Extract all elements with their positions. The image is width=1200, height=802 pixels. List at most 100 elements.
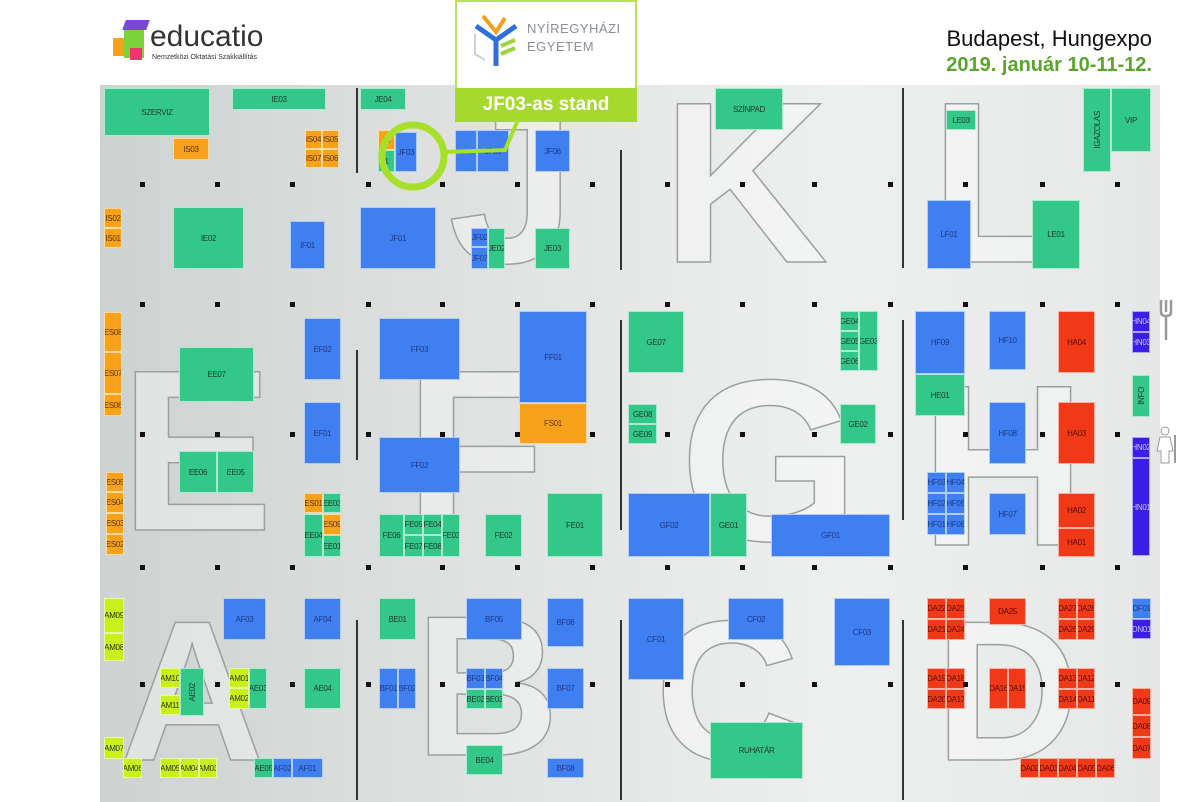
stand-jf06[interactable]: JF06 bbox=[535, 130, 570, 172]
stand-is05[interactable]: IS05 bbox=[322, 130, 339, 149]
stand-be02[interactable]: BE02 bbox=[466, 689, 485, 709]
stand-je02[interactable]: JE02 bbox=[488, 228, 505, 269]
stand-hn01[interactable]: HN01 bbox=[1132, 458, 1150, 556]
stand-da15[interactable]: DA15 bbox=[1008, 668, 1026, 709]
stand-da17[interactable]: DA17 bbox=[946, 689, 965, 709]
stand-ee06[interactable]: EE06 bbox=[179, 451, 217, 493]
stand-da24[interactable]: DA24 bbox=[946, 619, 965, 640]
stand-ge03[interactable]: GE03 bbox=[859, 311, 878, 371]
stand-vip[interactable]: VIP bbox=[1111, 88, 1151, 152]
stand-es06[interactable]: ES06 bbox=[104, 394, 122, 416]
stand-gf01[interactable]: GF01 bbox=[771, 514, 890, 557]
stand-es08[interactable]: ES08 bbox=[104, 312, 122, 352]
stand-af02[interactable]: AF02 bbox=[273, 758, 292, 778]
stand-da11[interactable]: DA11 bbox=[1077, 689, 1095, 709]
stand-ge06[interactable]: GE06 bbox=[840, 351, 859, 371]
stand-ee04[interactable]: EE04 bbox=[304, 514, 323, 557]
stand-bf02[interactable]: BF02 bbox=[398, 668, 416, 709]
stand-1[interactable]: 1 bbox=[378, 150, 395, 172]
stand-am01[interactable]: AM01 bbox=[229, 668, 249, 688]
stand-ef02[interactable]: EF02 bbox=[304, 318, 341, 380]
stand-ff03[interactable]: FF03 bbox=[379, 318, 460, 380]
stand-da14[interactable]: DA14 bbox=[1058, 689, 1077, 709]
stand-ie02[interactable]: IE02 bbox=[173, 207, 244, 269]
stand-hf03[interactable]: HF03 bbox=[927, 472, 946, 493]
stand-hf10[interactable]: HF10 bbox=[989, 311, 1026, 370]
stand-da19[interactable]: DA19 bbox=[927, 668, 946, 689]
stand-fs01[interactable]: FS01 bbox=[519, 403, 587, 444]
stand-ge08[interactable]: GE08 bbox=[628, 404, 657, 424]
educatio-logo[interactable]: educatio Nemzetközi Oktatási Szakkiállít… bbox=[110, 18, 280, 68]
stand-ha02[interactable]: HA02 bbox=[1058, 493, 1095, 528]
stand-da05[interactable]: DA05 bbox=[1077, 758, 1096, 778]
stand-hf08[interactable]: HF08 bbox=[989, 402, 1026, 464]
stand-fe03[interactable]: FE03 bbox=[442, 514, 460, 557]
stand-es03[interactable]: ES03 bbox=[106, 513, 124, 534]
stand-es01[interactable]: ES01 bbox=[304, 493, 323, 513]
stand-ee03[interactable]: EE03 bbox=[323, 493, 341, 513]
stand-am04[interactable]: AM04 bbox=[180, 758, 199, 778]
stand-ha04[interactable]: HA04 bbox=[1058, 311, 1095, 373]
stand-bf07[interactable]: BF07 bbox=[547, 668, 584, 709]
stand-da09[interactable]: DA09 bbox=[1132, 688, 1151, 715]
stand-am07[interactable]: AM07 bbox=[104, 737, 124, 759]
stand-da26[interactable]: DA26 bbox=[1058, 619, 1077, 640]
stand-da08[interactable]: DA08 bbox=[1132, 715, 1151, 737]
stand-af01[interactable]: AF01 bbox=[292, 758, 323, 778]
stand-bf05[interactable]: BF05 bbox=[466, 598, 522, 640]
stand-igazolás[interactable]: IGAZOLÁS bbox=[1083, 88, 1111, 172]
stand-am09[interactable]: AM09 bbox=[104, 598, 124, 633]
stand-ee07[interactable]: EE07 bbox=[179, 347, 254, 402]
stand-dn01[interactable]: DN01 bbox=[1132, 619, 1151, 639]
stand-da06[interactable]: DA06 bbox=[1096, 758, 1115, 778]
stand-ee05[interactable]: EE05 bbox=[217, 451, 254, 493]
stand-da13[interactable]: DA13 bbox=[1058, 668, 1077, 689]
stand-ge04[interactable]: GE04 bbox=[840, 311, 859, 331]
stand-is07[interactable]: IS07 bbox=[305, 149, 322, 168]
stand-hf01[interactable]: HF01 bbox=[927, 514, 946, 535]
stand-ie03[interactable]: IE03 bbox=[232, 88, 326, 110]
stand-am05[interactable]: AM05 bbox=[160, 758, 180, 778]
stand-is04[interactable]: IS04 bbox=[305, 130, 322, 149]
stand-da12[interactable]: DA12 bbox=[1077, 668, 1095, 689]
stand-am02[interactable]: AM02 bbox=[229, 688, 249, 709]
stand-es07[interactable]: ES07 bbox=[104, 352, 122, 394]
stand-es09[interactable]: ES09 bbox=[323, 514, 341, 535]
stand-ae04[interactable]: AE04 bbox=[304, 668, 341, 709]
stand-hf05[interactable]: HF05 bbox=[946, 493, 965, 514]
stand-am10[interactable]: AM10 bbox=[160, 668, 180, 688]
stand-hf02[interactable]: HF02 bbox=[927, 493, 946, 514]
stand-je04[interactable]: JE04 bbox=[360, 88, 406, 110]
stand-is03[interactable]: IS03 bbox=[173, 138, 209, 160]
stand-es05[interactable]: ES05 bbox=[106, 472, 124, 492]
stand-ge01[interactable]: GE01 bbox=[710, 493, 747, 557]
stand-hn04[interactable]: HN04 bbox=[1132, 311, 1150, 332]
stand-jf05[interactable]: JF05 bbox=[477, 130, 509, 172]
stand-fe01[interactable]: FE01 bbox=[547, 493, 603, 557]
stand-da21[interactable]: DA21 bbox=[927, 619, 946, 640]
stand-am06[interactable]: AM06 bbox=[123, 758, 142, 778]
stand-fe02[interactable]: FE02 bbox=[485, 514, 522, 557]
stand-da02[interactable]: DA02 bbox=[1020, 758, 1039, 778]
stand-ff01[interactable]: FF01 bbox=[519, 311, 587, 403]
stand-lf01[interactable]: LF01 bbox=[927, 200, 971, 269]
stand-ae05[interactable]: AE05 bbox=[254, 758, 273, 778]
stand-cf02[interactable]: CF02 bbox=[728, 598, 784, 640]
stand-cf01[interactable]: CF01 bbox=[628, 598, 684, 680]
stand-es04[interactable]: ES04 bbox=[106, 492, 124, 513]
stand-be03[interactable]: BE03 bbox=[485, 689, 503, 709]
stand-hn02[interactable]: HN02 bbox=[1132, 437, 1150, 458]
stand-be04[interactable]: BE04 bbox=[466, 745, 503, 775]
stand-af04[interactable]: AF04 bbox=[304, 598, 341, 640]
stand-da22[interactable]: DA22 bbox=[927, 598, 946, 619]
stand-fe08[interactable]: FE08 bbox=[423, 535, 442, 557]
stand-if01[interactable]: IF01 bbox=[290, 221, 325, 269]
stand-jf02[interactable]: JF02 bbox=[471, 228, 488, 247]
stand-fe05[interactable]: FE05 bbox=[404, 514, 423, 535]
stand-cf03[interactable]: CF03 bbox=[834, 598, 890, 666]
stand-ha03[interactable]: HA03 bbox=[1058, 402, 1095, 464]
stand-af03[interactable]: AF03 bbox=[223, 598, 266, 640]
stand-hf07[interactable]: HF07 bbox=[989, 493, 1026, 535]
stand-am03[interactable]: AM03 bbox=[199, 758, 217, 778]
stand-am08[interactable]: AM08 bbox=[104, 633, 124, 661]
